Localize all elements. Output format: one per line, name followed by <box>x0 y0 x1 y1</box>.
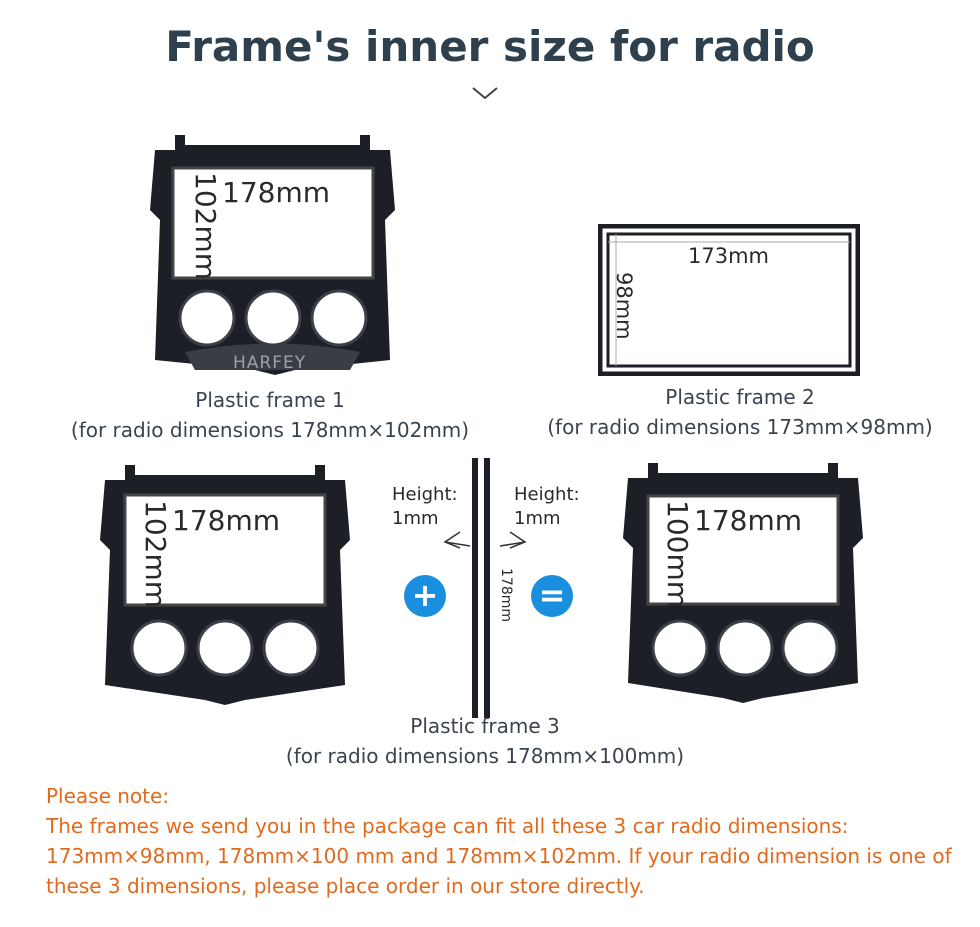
frame-1-caption: (for radio dimensions 178mm×102mm) <box>70 418 470 442</box>
frame-1-width-label: 178mm <box>222 176 330 209</box>
note-heading: Please note: <box>46 784 170 808</box>
frame-2-image <box>598 224 860 376</box>
frame-2-height-label: 98mm <box>612 272 636 340</box>
frame-2-name: Plastic frame 2 <box>665 385 815 409</box>
strip-image <box>472 458 490 718</box>
note-line-2: 173mm×98mm, 178mm×100 mm and 178mm×102mm… <box>46 844 952 868</box>
frame-b-width-label: 178mm <box>694 504 802 537</box>
frame-2-width-label: 173mm <box>688 244 769 268</box>
equals-icon: = <box>531 575 573 617</box>
frame-2-caption: (for radio dimensions 173mm×98mm) <box>547 415 933 439</box>
strip-right-height-value: 1mm <box>514 508 561 529</box>
chevron-down-icon <box>472 87 498 100</box>
strip-left-height-value: 1mm <box>392 508 439 529</box>
frame-a-height-label: 102mm <box>139 500 172 608</box>
frame-3-caption: (for radio dimensions 178mm×100mm) <box>285 744 685 768</box>
frame-b-image <box>623 463 863 703</box>
strip-right-height-label: Height: <box>514 484 580 505</box>
page-title: Frame's inner size for radio <box>165 22 815 71</box>
frame-1-name: Plastic frame 1 <box>195 388 345 412</box>
frame-b-height-label: 100mm <box>661 500 694 608</box>
strip-left-height-label: Height: <box>392 484 458 505</box>
brand-watermark: HARFEY <box>233 353 307 373</box>
frame-1-height-label: 102mm <box>189 172 222 280</box>
frame-1-image <box>150 135 395 375</box>
plus-icon: + <box>404 575 446 617</box>
strip-arrows-icon <box>443 531 527 549</box>
note-line-1: The frames we send you in the package ca… <box>46 814 849 838</box>
frame-a-image <box>100 465 350 705</box>
note-line-3: these 3 dimensions, please place order i… <box>46 874 645 898</box>
frame-3-name: Plastic frame 3 <box>410 714 560 738</box>
strip-length-label: 178mm <box>498 568 514 622</box>
frame-a-width-label: 178mm <box>172 504 280 537</box>
